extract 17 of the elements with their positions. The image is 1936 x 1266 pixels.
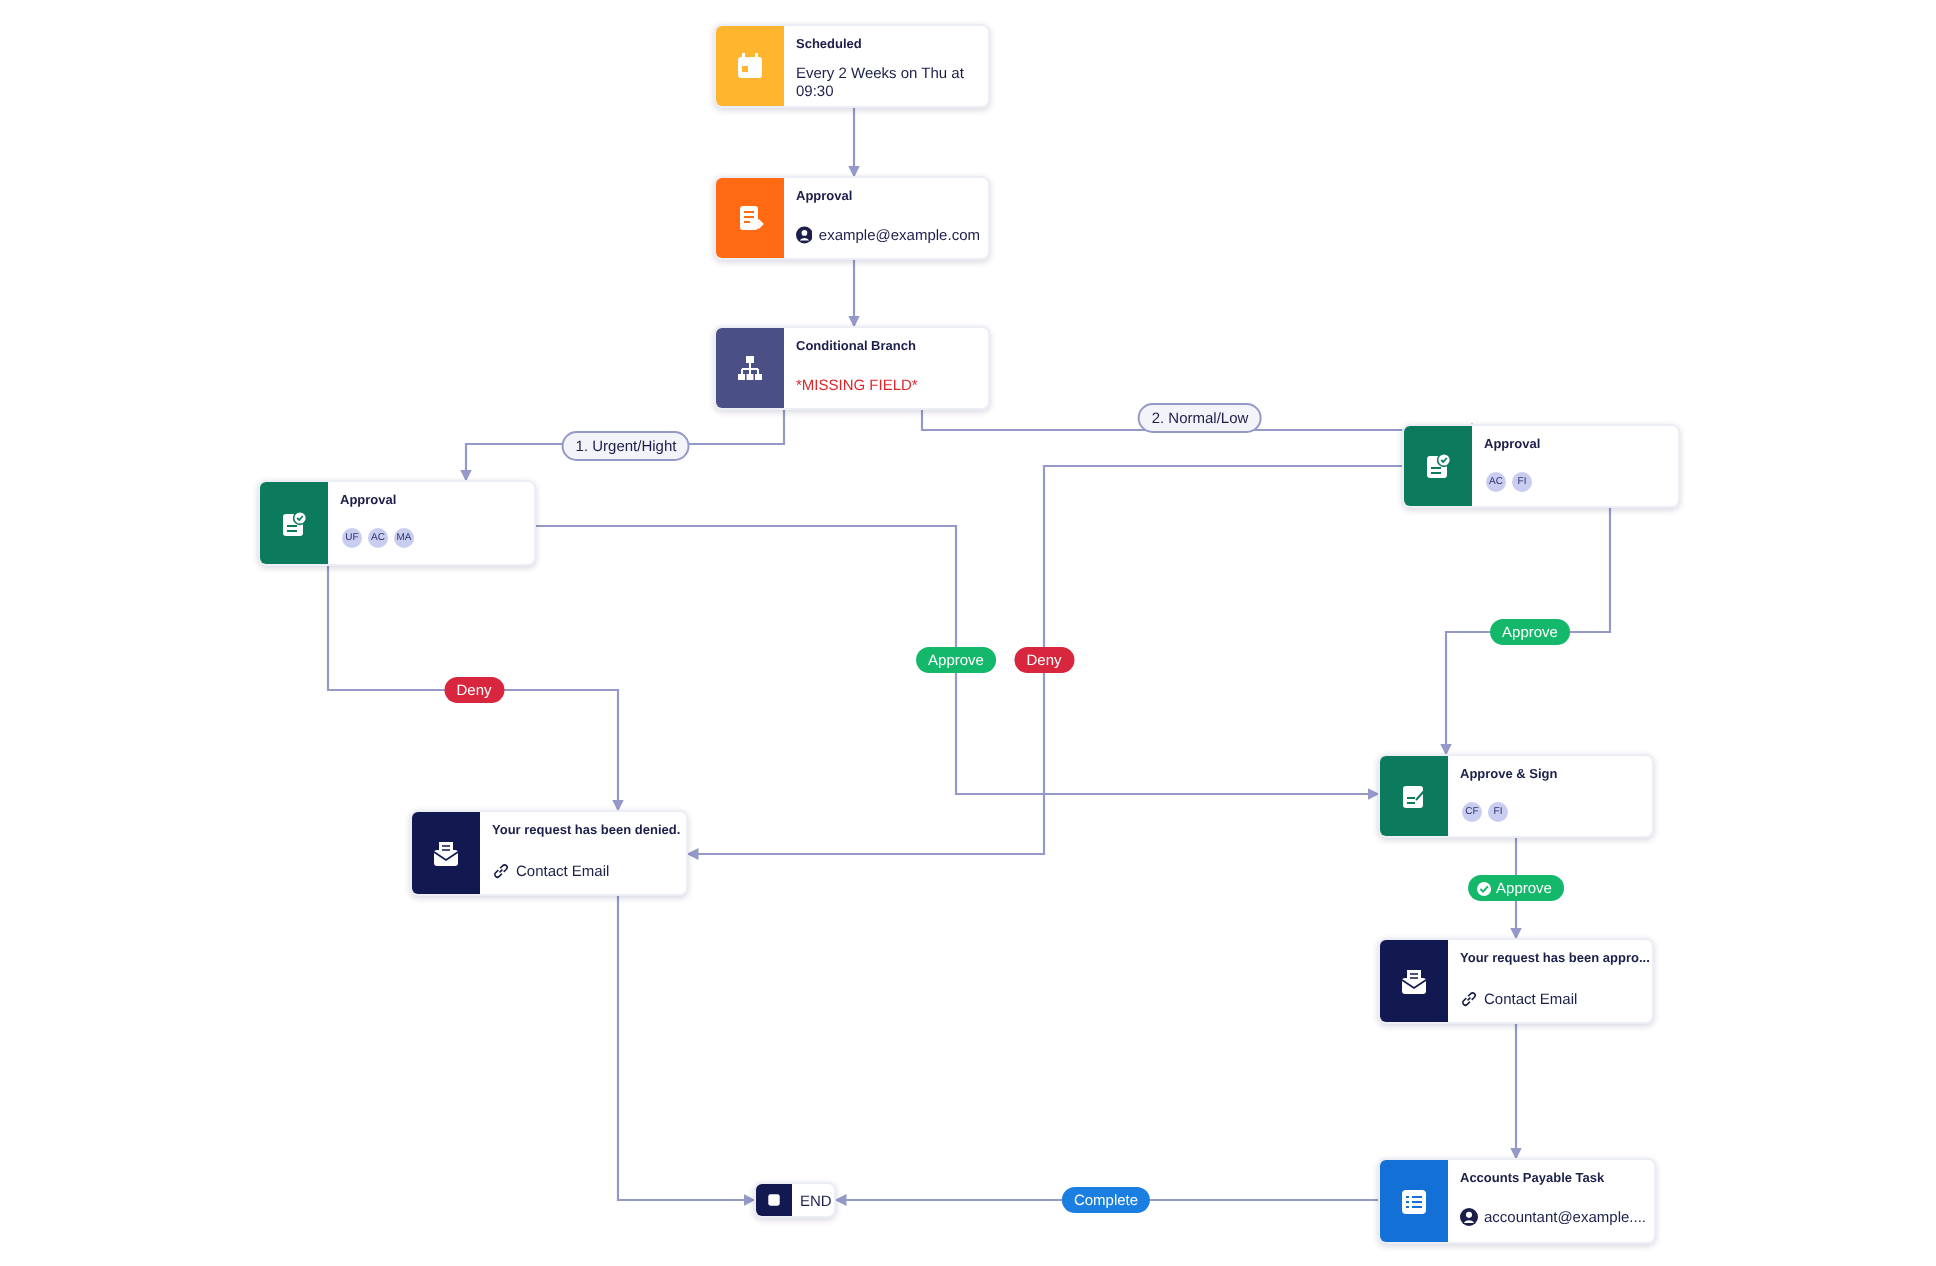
task-card [410, 810, 688, 896]
connector-arrow [686, 464, 1402, 860]
task-card [714, 326, 990, 410]
task-card [1378, 1158, 1656, 1244]
task-card [1402, 424, 1680, 508]
task-card [1378, 938, 1654, 1024]
task-card [1378, 754, 1654, 838]
connector-arrow [536, 524, 1380, 800]
task-card [714, 176, 990, 260]
connector-arrow [848, 108, 860, 178]
connector-arrow [616, 896, 756, 1206]
task-card [714, 24, 990, 108]
connector-arrow [326, 566, 624, 812]
connector-arrow [1510, 1024, 1522, 1160]
end-node [754, 1182, 836, 1218]
connector-arrow [848, 260, 860, 328]
task-card [258, 480, 536, 566]
